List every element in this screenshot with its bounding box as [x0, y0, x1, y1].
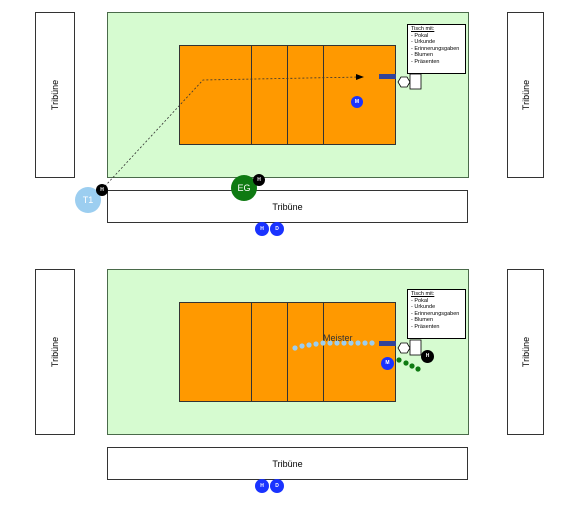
stand-label: Tribüne	[272, 458, 303, 469]
marker-m: M	[351, 96, 363, 108]
court-net	[287, 303, 288, 401]
marker-h: H	[255, 222, 269, 236]
table-note-item: - Urkunde	[411, 304, 436, 310]
hexagon-stand	[397, 342, 411, 354]
path-arrow-head	[356, 74, 364, 80]
table-note-item: - Erinnerungsgaben	[411, 45, 460, 52]
marker-t1-label: T1	[82, 195, 94, 205]
marker-d-label: D	[275, 226, 279, 232]
marker-h-label: H	[425, 353, 430, 359]
stand-left-top: Tribüne	[35, 12, 75, 178]
walk-path	[93, 76, 361, 199]
table-note-item: - Pokal	[411, 297, 429, 304]
table-note-item: - Urkunde	[411, 39, 436, 45]
table-note-title: Tisch mit:	[411, 291, 435, 297]
net-post	[379, 341, 396, 346]
marker-m-label: M	[354, 99, 360, 105]
marker-eg-label: EG	[237, 183, 251, 193]
team-dots-light-blue	[292, 340, 375, 351]
court-bottom	[179, 302, 396, 402]
court-net	[287, 46, 288, 144]
table-note-item: - Blumen	[411, 52, 434, 58]
table-note-item: - Präsenten	[411, 323, 440, 330]
podium	[409, 73, 422, 90]
table-note-item: - Pokal	[411, 32, 429, 39]
team-dots-green	[396, 357, 421, 372]
court-line	[251, 303, 252, 401]
marker-h: H	[421, 350, 434, 363]
marker-m: M	[381, 357, 394, 370]
marker-h-label: H	[260, 226, 264, 232]
table-note-top: Tisch mit: - Pokal - Urkunde - Erinnerun…	[407, 24, 466, 74]
marker-h: H	[253, 174, 265, 186]
stand-bottom-top: Tribüne	[107, 190, 468, 223]
stand-label: Tribüne	[272, 201, 303, 212]
stand-left-bottom: Tribüne	[35, 269, 75, 435]
table-note-item: - Präsenten	[411, 58, 440, 65]
marker-eg: EG	[231, 175, 257, 201]
court-top	[179, 45, 396, 145]
marker-h-label: H	[257, 177, 261, 183]
marker-h: H	[96, 184, 108, 196]
marker-m-label: M	[385, 360, 390, 366]
hexagon-stand	[397, 76, 411, 88]
marker-d-label: D	[275, 483, 279, 489]
podium	[409, 339, 422, 356]
meister-label: Meister	[323, 333, 353, 343]
court-line	[251, 46, 252, 144]
stand-right-bottom: Tribüne	[507, 269, 544, 435]
table-note-title: Tisch mit:	[411, 26, 435, 32]
table-note-item: - Blumen	[411, 317, 434, 323]
table-note-item: - Erinnerungsgaben	[411, 310, 460, 317]
stand-bottom-bottom: Tribüne	[107, 447, 468, 480]
court-line	[323, 46, 324, 144]
court-line	[323, 303, 324, 401]
marker-h-label: H	[260, 483, 264, 489]
marker-h: H	[255, 479, 269, 493]
marker-d: D	[270, 479, 284, 493]
marker-d: D	[270, 222, 284, 236]
stand-right-top: Tribüne	[507, 12, 544, 178]
marker-h-label: H	[100, 187, 104, 193]
net-post	[379, 74, 396, 79]
table-note-bottom: Tisch mit: - Pokal - Urkunde - Erinnerun…	[407, 289, 466, 339]
